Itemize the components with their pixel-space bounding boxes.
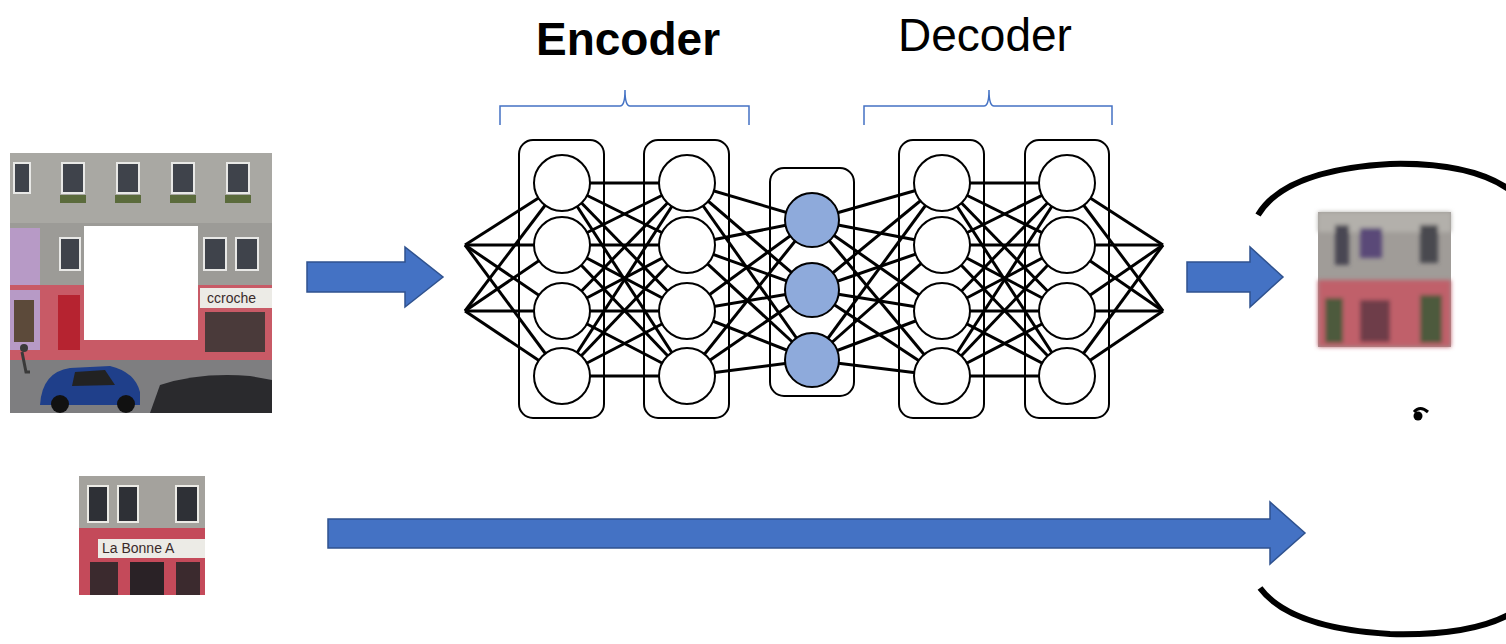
neuron [914, 348, 970, 404]
network-weight [562, 183, 687, 376]
neuron [785, 333, 839, 387]
layer-boxes [519, 140, 1109, 418]
neuron [914, 217, 970, 273]
neuron [659, 348, 715, 404]
group-bracket [500, 90, 749, 125]
neuron [534, 283, 590, 339]
neuron [1039, 348, 1095, 404]
neuron [785, 263, 839, 317]
comparison-arc [1258, 164, 1506, 215]
comparison-arc [1260, 588, 1506, 634]
comparison-symbol [1414, 412, 1423, 421]
network-weight [942, 183, 1067, 376]
neuron [1039, 155, 1095, 211]
comparison-symbol [1414, 409, 1428, 413]
encoder-label: Encoder [536, 12, 720, 66]
neurons [534, 155, 1095, 404]
neuron [659, 283, 715, 339]
group-bracket [864, 90, 1112, 125]
neuron [1039, 217, 1095, 273]
neuron [659, 155, 715, 211]
neuron [785, 193, 839, 247]
flow-arrow [328, 502, 1305, 564]
sign-text: La Bonne A [102, 540, 174, 556]
input-photo [10, 153, 272, 413]
target-patch [79, 476, 205, 595]
flow-arrow [307, 247, 443, 307]
neuron [914, 283, 970, 339]
flow-arrow [1187, 247, 1283, 307]
sign-text: ccroche [207, 290, 256, 306]
decoder-label: Decoder [898, 8, 1072, 62]
neuron [534, 217, 590, 273]
neuron [534, 348, 590, 404]
neuron [534, 155, 590, 211]
network-weight [562, 183, 687, 376]
neuron [1039, 283, 1095, 339]
output-patch [1318, 212, 1451, 347]
network-weight [942, 183, 1067, 376]
neuron [659, 217, 715, 273]
neuron [914, 155, 970, 211]
